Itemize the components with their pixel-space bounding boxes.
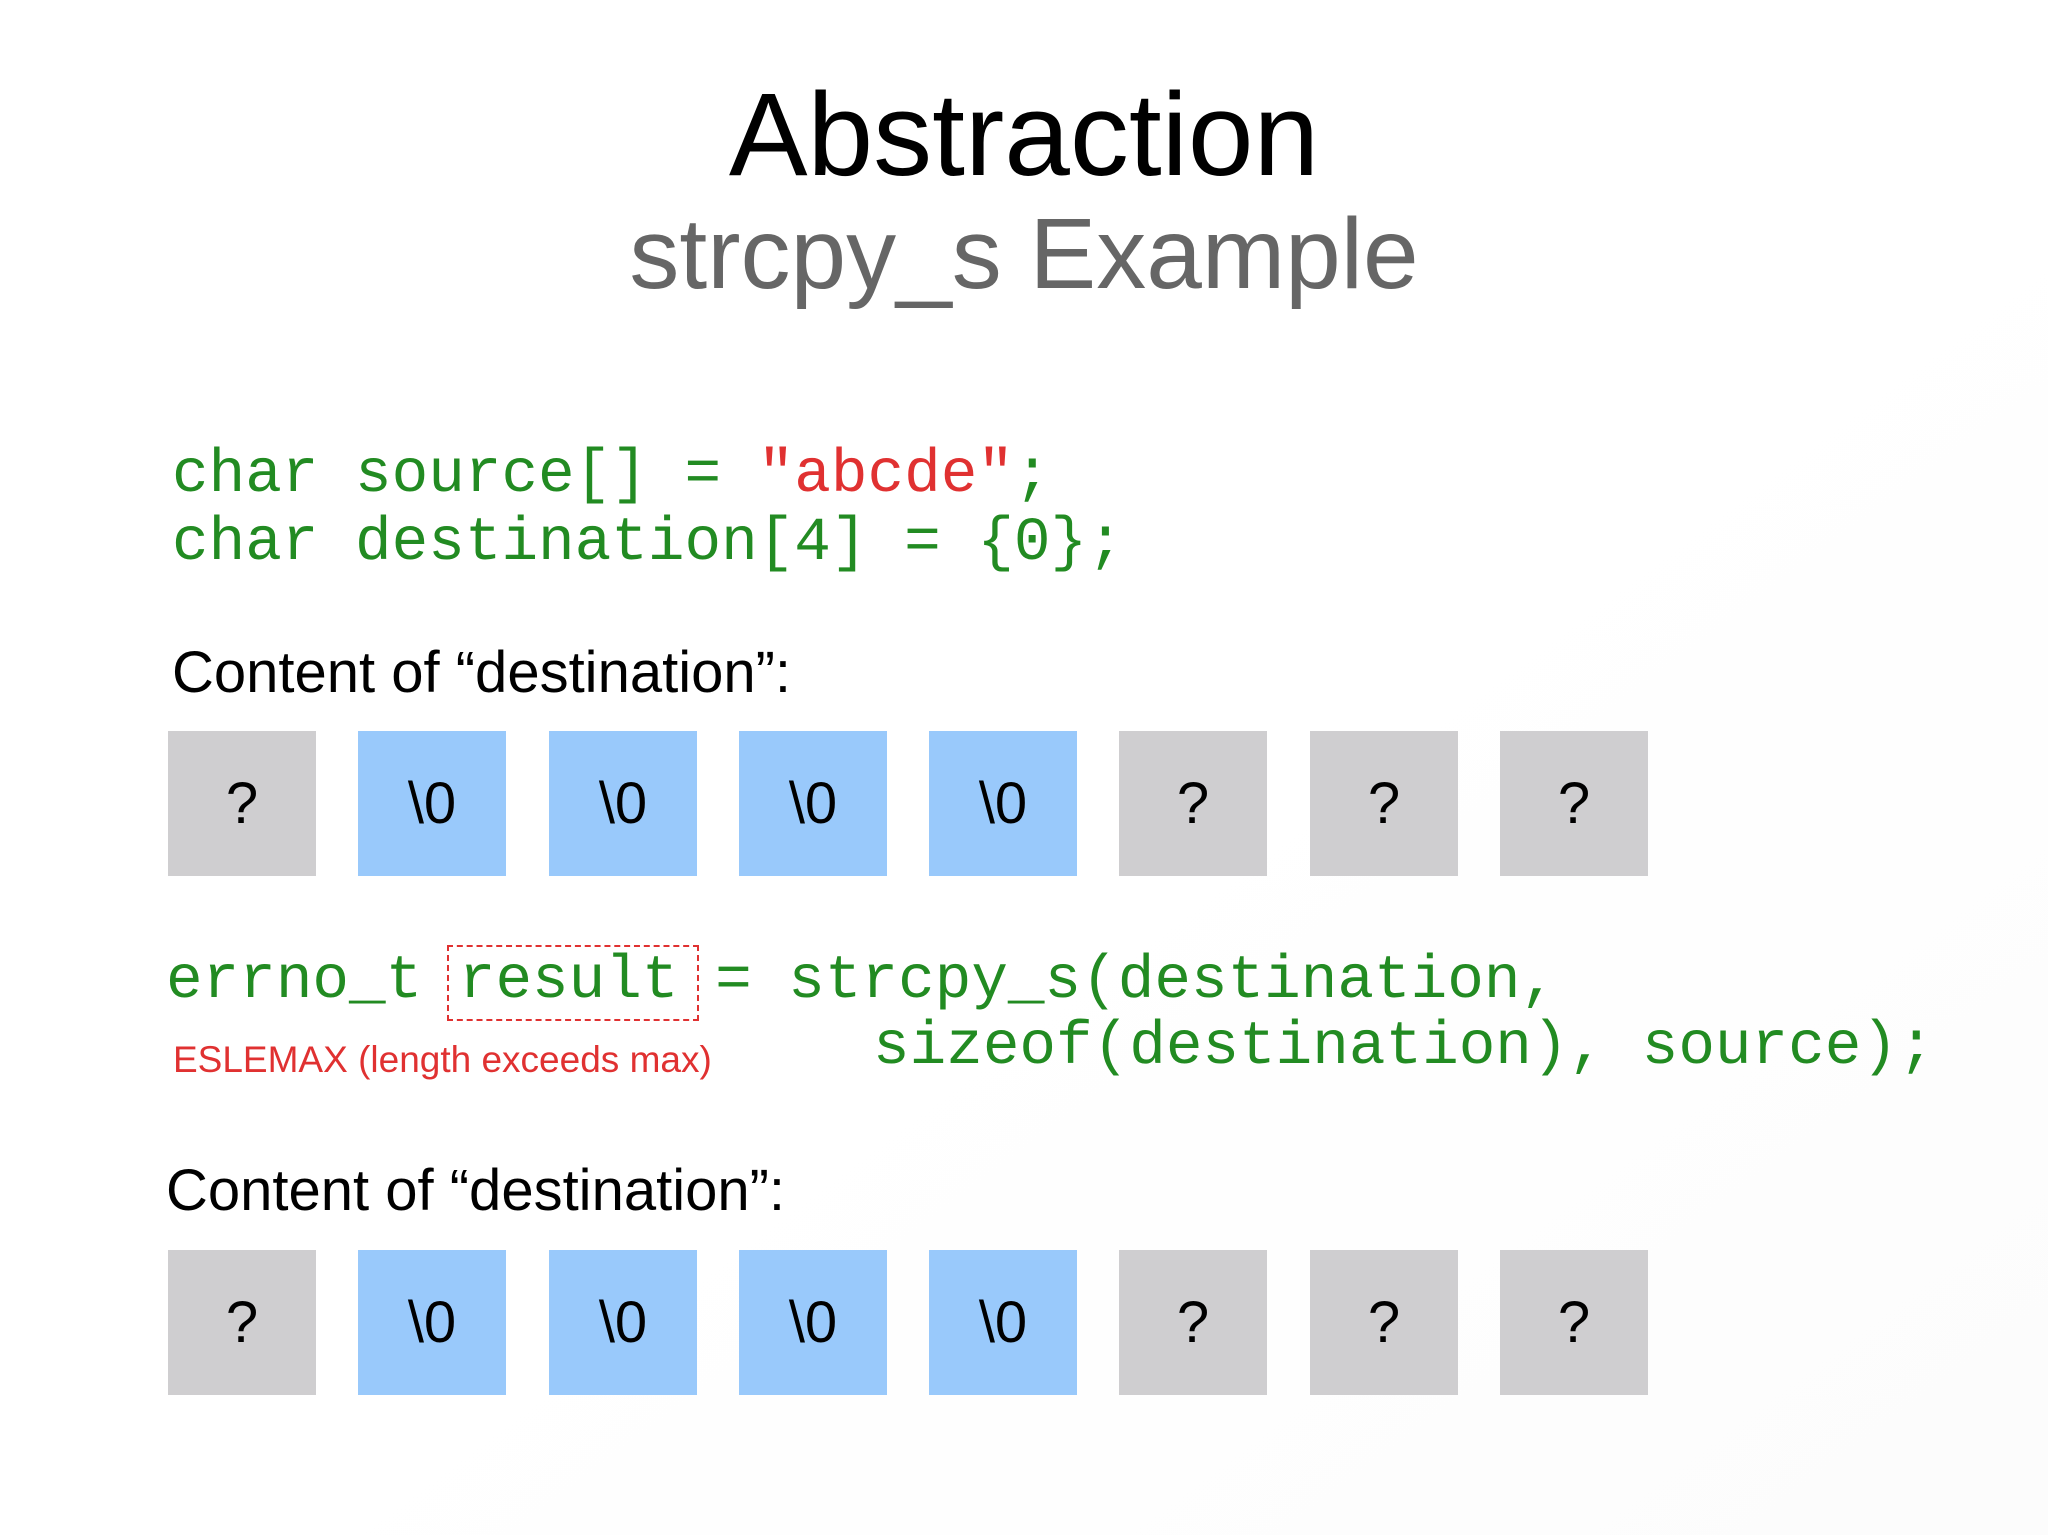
memory-cell: ? [168,731,316,876]
slide-subtitle: strcpy_s Example [629,198,1419,310]
memory-cell: ? [1310,731,1458,876]
slide-title: Abstraction [728,69,1320,201]
code-strcpy-call-line2: sizeof(destination), source); [873,1013,1935,1082]
destination-memory-before: ? \0 \0 \0 \0 ? ? ? [168,731,1658,876]
memory-cell: \0 [739,731,887,876]
result-highlight-box [447,945,699,1021]
section-label-after: Content of “destination”: [166,1158,786,1223]
destination-memory-after: ? \0 \0 \0 \0 ? ? ? [168,1250,1658,1395]
memory-cell: \0 [549,731,697,876]
memory-cell: \0 [358,1250,506,1395]
memory-cell: \0 [929,1250,1077,1395]
code-source-prefix: char source[] = [172,441,758,510]
memory-cell: ? [1310,1250,1458,1395]
code-strcpy-call-line1: errno_t result = strcpy_s(destination, [166,947,1558,1016]
memory-cell: ? [1119,1250,1267,1395]
code-source-string: "abcde" [757,441,1014,510]
memory-cell: \0 [358,731,506,876]
memory-cell: \0 [549,1250,697,1395]
memory-cell: ? [1119,731,1267,876]
memory-cell: \0 [929,731,1077,876]
result-annotation: ESLEMAX (length exceeds max) [173,1039,712,1080]
memory-cell: ? [1500,731,1648,876]
section-label-before: Content of “destination”: [172,640,792,705]
code-destination-declaration: char destination[4] = {0}; [172,509,1124,578]
code-source-suffix: ; [1013,441,1051,510]
code-source-declaration: char source[] = "abcde"; [172,442,1051,510]
memory-cell: ? [1500,1250,1648,1395]
memory-cell: ? [168,1250,316,1395]
memory-cell: \0 [739,1250,887,1395]
